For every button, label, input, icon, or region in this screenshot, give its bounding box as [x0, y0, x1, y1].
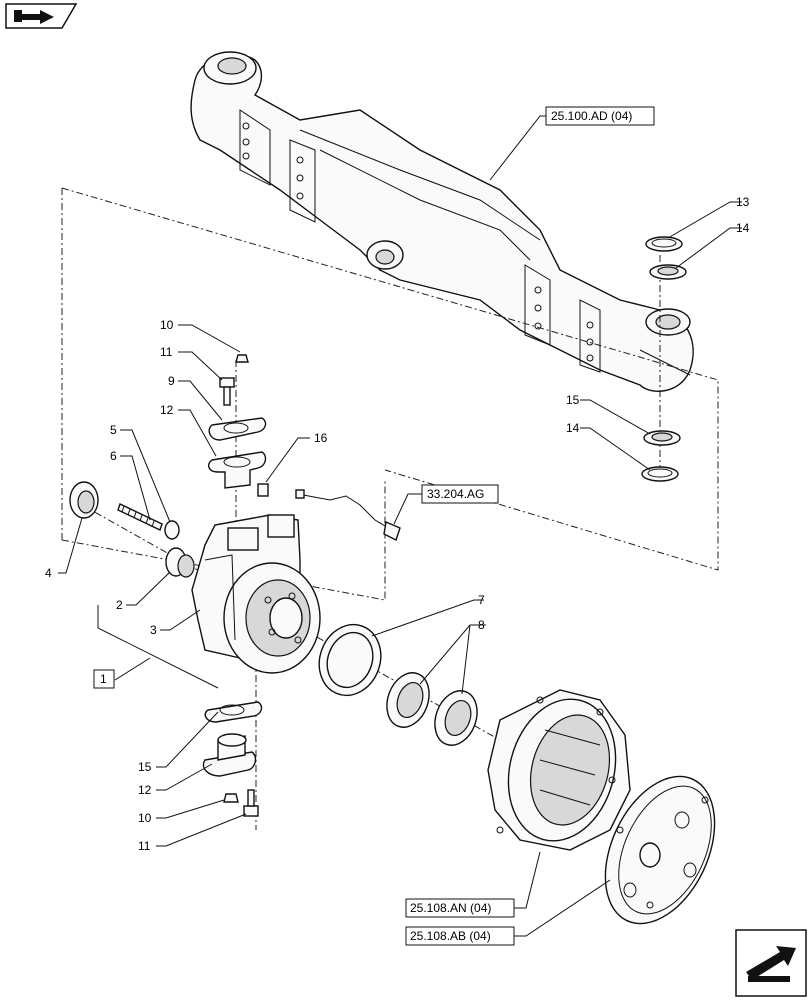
upper-kingpin-parts [207, 354, 269, 497]
lower-kingpin-parts [202, 701, 263, 817]
leader-lines [58, 115, 742, 937]
callout-15-bottom: 15 [566, 393, 580, 407]
ref-box-axle-housing[interactable] [545, 106, 655, 126]
callout-16: 16 [314, 431, 328, 445]
callout-14-top: 13 [736, 195, 750, 209]
seals-bearings [318, 623, 478, 746]
next-page-arrow-icon[interactable] [735, 929, 807, 997]
callout-12-bottom: 12 [138, 783, 152, 797]
callout-labels: 10 11 9 12 16 5 6 4 2 3 7 8 15 12 10 11 … [45, 195, 750, 853]
right-seals [641, 236, 687, 482]
callout-5: 5 [110, 423, 117, 437]
callout-3: 3 [150, 623, 157, 637]
ref-sensor[interactable]: 33.204.AG [427, 487, 484, 501]
callout-8: 8 [478, 618, 485, 632]
sensor-cable [295, 489, 401, 541]
callout-1: 1 [100, 672, 107, 686]
ref-axle-housing[interactable]: 25.100.AD (04) [551, 109, 632, 123]
callout-6: 6 [110, 449, 117, 463]
callout-9: 9 [168, 374, 175, 388]
callout-2: 2 [116, 598, 123, 612]
steering-knuckle [191, 514, 321, 674]
callout-12-top: 12 [160, 403, 174, 417]
callout-7: 7 [478, 593, 485, 607]
planetary-cover [604, 775, 716, 925]
ref-box-sensor[interactable] [421, 484, 499, 504]
planetary-housing [487, 689, 631, 851]
callout-4: 4 [45, 566, 52, 580]
ref-planetary-housing[interactable]: 25.108.AN (04) [410, 901, 491, 915]
ref-box-planetary-cover[interactable] [405, 926, 515, 946]
callout-1-box [93, 669, 115, 689]
callout-15-top: 14 [736, 221, 750, 235]
left-parts [69, 481, 195, 578]
callout-11-top: 11 [160, 345, 173, 359]
callout-10-top: 10 [160, 318, 174, 332]
ref-box-planetary-housing[interactable] [405, 898, 515, 918]
book-arrow-icon[interactable] [5, 3, 78, 29]
callout-13: 15 [138, 760, 152, 774]
callout-14-bottom: 14 [566, 421, 580, 435]
ref-planetary-cover[interactable]: 25.108.AB (04) [410, 929, 491, 943]
axle-housing [190, 51, 694, 392]
callout-10-bottom: 10 [138, 811, 152, 825]
callout-11-bottom: 11 [138, 839, 151, 853]
reference-labels: 25.100.AD (04) 33.204.AG 25.108.AN (04) … [405, 106, 655, 946]
